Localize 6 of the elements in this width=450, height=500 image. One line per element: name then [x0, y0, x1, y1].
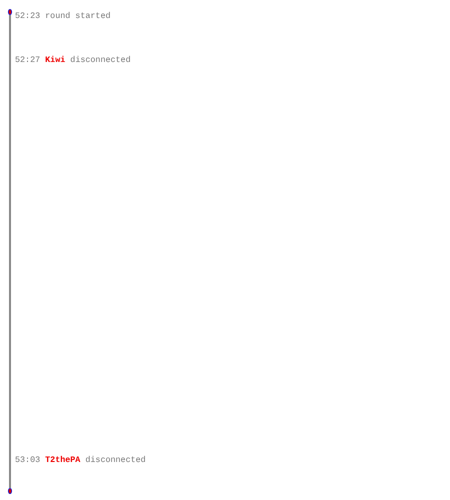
timeline-dot [8, 8, 12, 16]
event-text: 52:23 round started [15, 11, 110, 21]
timeline-dot [8, 488, 12, 494]
event-text: 53:03 T2thePA disconnected [15, 455, 146, 465]
timeline-line [9, 15, 11, 488]
event-text: 52:27 Kiwi disconnected [15, 55, 131, 65]
